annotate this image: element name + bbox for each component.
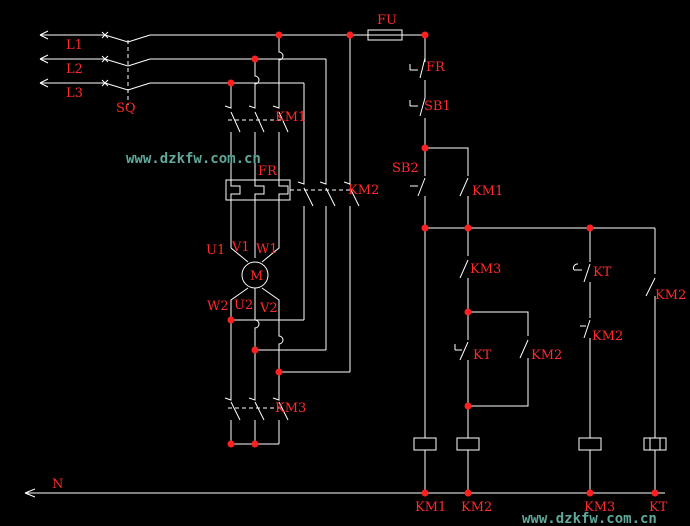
label-w1: W1 — [256, 242, 278, 257]
label-sb1: SB1 — [424, 99, 451, 114]
label-km3-aux: KM3 — [470, 262, 501, 277]
label-coil-kt: KT — [649, 500, 668, 515]
km1-main-contacts — [224, 100, 289, 180]
label-coil-km1: KM1 — [415, 500, 446, 515]
label-u1: U1 — [206, 243, 225, 258]
label-u2: U2 — [234, 298, 253, 313]
watermark-top: www.dzkfw.com.cn — [126, 151, 261, 167]
label-km2-aux: KM2 — [531, 348, 562, 363]
label-km3-main: KM3 — [275, 401, 306, 416]
labels: L1 L2 L3 SQ N FU FR SB1 SB2 KM1 FR KM2 U… — [52, 13, 686, 526]
motor — [230, 261, 280, 320]
lower-wiring — [230, 300, 350, 395]
label-l2: L2 — [66, 62, 83, 77]
neutral-line — [24, 488, 665, 498]
km2-main-contacts — [290, 175, 360, 372]
label-coil-km2: KM2 — [461, 500, 492, 515]
junction-nodes — [227, 31, 659, 497]
label-m: M — [250, 269, 263, 284]
label-l1: L1 — [66, 38, 83, 53]
label-fr-top: FR — [426, 60, 446, 75]
label-v2: V2 — [259, 301, 278, 316]
label-km1-main: KM1 — [275, 110, 306, 125]
label-km2-main: KM2 — [348, 183, 379, 198]
label-sb2: SB2 — [392, 161, 419, 176]
km3-main-contacts — [224, 395, 289, 445]
supply-lines — [39, 30, 420, 105]
label-kt-nc: KT — [593, 265, 612, 280]
label-km1-aux: KM1 — [472, 184, 503, 199]
label-v1: V1 — [231, 240, 250, 255]
label-km2-no: KM2 — [655, 288, 686, 303]
label-n: N — [52, 477, 63, 492]
label-fu: FU — [377, 13, 397, 28]
control-circuit — [367, 29, 667, 493]
label-km2-nc: KM2 — [592, 329, 623, 344]
main-feeders — [230, 35, 351, 175]
label-sq: SQ — [116, 101, 136, 116]
label-l3: L3 — [66, 86, 83, 101]
label-kt-aux: KT — [473, 348, 492, 363]
label-fr-main: FR — [258, 164, 278, 179]
label-coil-km3: KM3 — [584, 500, 615, 515]
watermark-bottom: www.dzkfw.com.cn — [522, 511, 657, 526]
label-w2: W2 — [207, 299, 229, 314]
